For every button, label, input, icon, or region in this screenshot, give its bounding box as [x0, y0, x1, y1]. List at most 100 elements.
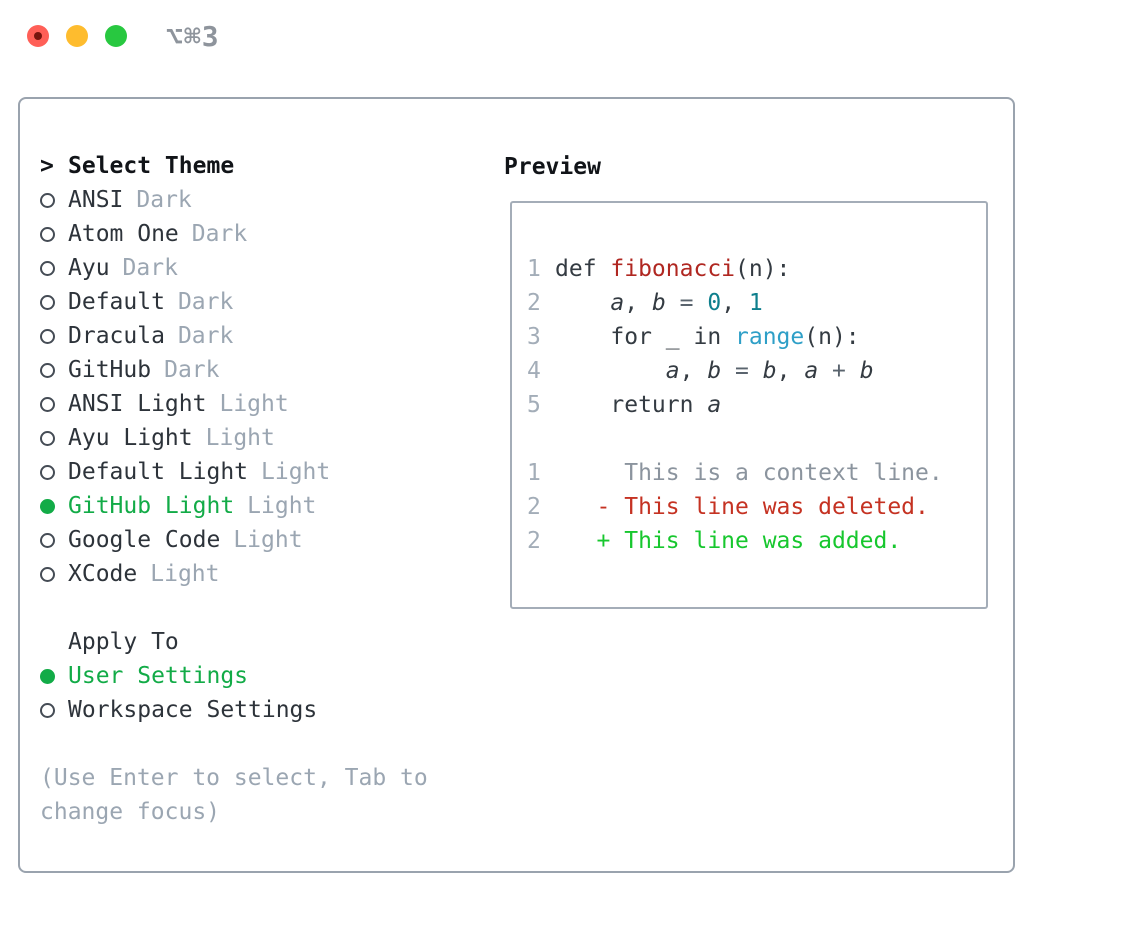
code-line: 3 for _ in range(n):: [527, 320, 986, 354]
window-title: ⌥⌘3: [166, 20, 220, 53]
theme-variant-label: Light: [219, 391, 289, 417]
theme-variant-label: Dark: [164, 357, 220, 383]
radio-icon: [40, 702, 55, 718]
code-token: ,: [721, 290, 749, 316]
radio-icon: [40, 464, 55, 480]
radio-icon: [40, 396, 55, 412]
theme-name: Google Code: [68, 527, 221, 553]
select-theme-header: > Select Theme: [40, 149, 428, 183]
theme-name: XCode: [68, 561, 138, 587]
radio-icon: [40, 430, 55, 446]
theme-variant-label: Light: [233, 527, 303, 553]
apply-to-header: Apply To: [40, 625, 428, 659]
code-token: =: [721, 358, 763, 384]
code-token: a: [665, 358, 680, 384]
apply-to-label: Apply To: [68, 629, 179, 655]
apply-name: Workspace Settings: [68, 697, 318, 723]
apply-option-user-settings[interactable]: User Settings: [40, 659, 428, 693]
code-token: a: [610, 290, 625, 316]
theme-option-google-code[interactable]: Google Code Light: [40, 523, 428, 557]
code-token: [555, 358, 666, 384]
theme-name: GitHub Light: [68, 493, 235, 519]
minimize-button[interactable]: [66, 25, 88, 47]
code-token: for _ in: [555, 324, 736, 350]
code-token: ,: [776, 358, 805, 384]
apply-option-workspace-settings[interactable]: Workspace Settings: [40, 693, 428, 727]
theme-variant-label: Light: [150, 561, 220, 587]
theme-name: Dracula: [68, 323, 165, 349]
theme-option-atom-one[interactable]: Atom One Dark: [40, 217, 428, 251]
code-token: This is a context line.: [555, 460, 943, 486]
theme-name: Default: [68, 289, 165, 315]
theme-variant-label: Light: [205, 425, 275, 451]
code-token: ,: [624, 290, 652, 316]
code-line: 2 + This line was added.: [527, 524, 986, 558]
radio-selected-icon: [40, 498, 55, 514]
theme-variant-label: Dark: [177, 323, 234, 349]
radio-icon: [40, 260, 55, 276]
code-token: - This line was deleted.: [555, 494, 929, 520]
apply-name: User Settings: [68, 663, 249, 689]
theme-option-dracula[interactable]: Dracula Dark: [40, 319, 428, 353]
theme-variant-label: Light: [261, 459, 331, 485]
theme-variant-label: Dark: [191, 221, 248, 247]
radio-icon: [40, 362, 55, 378]
theme-name: Atom One: [68, 221, 179, 247]
code-token: [555, 290, 610, 316]
line-number: 1: [527, 460, 541, 486]
line-number: 3: [527, 324, 541, 350]
line-number: 2: [527, 528, 541, 554]
traffic-lights: [27, 25, 127, 47]
code-token: b: [859, 358, 874, 384]
code-line: 2 a, b = 0, 1: [527, 286, 986, 320]
code-token: +: [818, 358, 860, 384]
radio-selected-icon: [40, 668, 55, 684]
code-line: 4 a, b = b, a + b: [527, 354, 986, 388]
hint-line-1: (Use Enter to select, Tab to: [40, 765, 428, 791]
theme-variant-label: Dark: [177, 289, 234, 315]
code-token: range: [735, 324, 805, 350]
zoom-button[interactable]: [105, 25, 127, 47]
theme-option-default[interactable]: Default Dark: [40, 285, 428, 319]
code-token: b: [651, 290, 666, 316]
code-token: (n):: [804, 324, 860, 350]
theme-name: Default Light: [68, 459, 249, 485]
spacer-row: [40, 591, 428, 625]
close-button[interactable]: [27, 25, 49, 47]
radio-icon: [40, 566, 55, 582]
line-number: 1: [527, 256, 541, 282]
theme-name: Ayu: [68, 255, 110, 281]
code-token: 0: [707, 290, 722, 316]
titlebar: ⌥⌘3: [0, 0, 1140, 72]
theme-option-xcode[interactable]: XCode Light: [40, 557, 428, 591]
code-token: fibonacci: [610, 256, 736, 282]
theme-option-default-light[interactable]: Default Light Light: [40, 455, 428, 489]
line-number: 2: [527, 494, 541, 520]
theme-name: ANSI Light: [68, 391, 207, 417]
hint-line-2: change focus): [40, 799, 221, 825]
code-token: + This line was added.: [555, 528, 902, 554]
theme-name: GitHub: [68, 357, 152, 383]
cursor-arrow-icon: >: [40, 153, 54, 179]
line-number: 2: [527, 290, 541, 316]
radio-icon: [40, 532, 55, 548]
radio-icon: [40, 226, 55, 242]
radio-icon: [40, 192, 55, 208]
code-line: 5 return a: [527, 388, 986, 422]
code-token: a: [707, 392, 722, 418]
radio-icon: [40, 294, 55, 310]
preview-title: Preview: [504, 154, 601, 180]
theme-option-ansi-light[interactable]: ANSI Light Light: [40, 387, 428, 421]
theme-option-github[interactable]: GitHub Dark: [40, 353, 428, 387]
